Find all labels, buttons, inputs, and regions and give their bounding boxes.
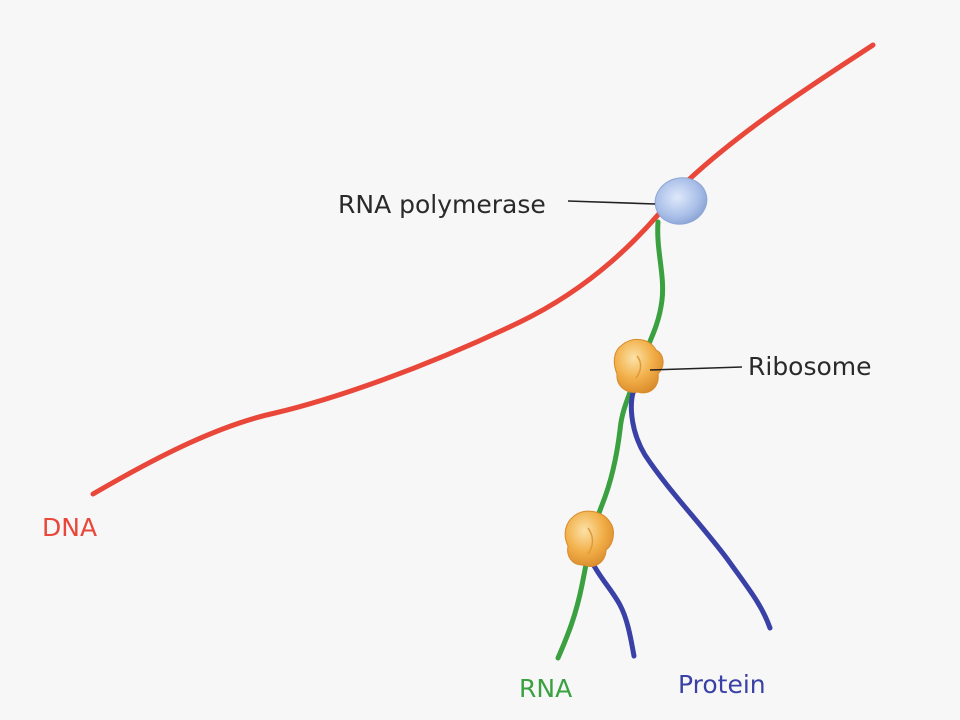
dna-strand (90, 42, 876, 497)
ribosome-icon (613, 338, 664, 394)
rna-polymerase-leader-line (567, 200, 656, 205)
ribosome-leader-line (649, 366, 743, 371)
rna-polymerase-label: RNA polymerase (338, 190, 546, 219)
protein-strand-long (628, 382, 773, 631)
rna-strand (555, 219, 666, 661)
protein-strand-short (589, 559, 637, 659)
ribosome-icon (564, 510, 614, 567)
dna-label: DNA (42, 513, 97, 542)
rna-label: RNA (519, 674, 572, 703)
ribosome-label: Ribosome (748, 352, 872, 381)
protein-label: Protein (678, 670, 766, 699)
rna-polymerase-icon (654, 177, 708, 225)
